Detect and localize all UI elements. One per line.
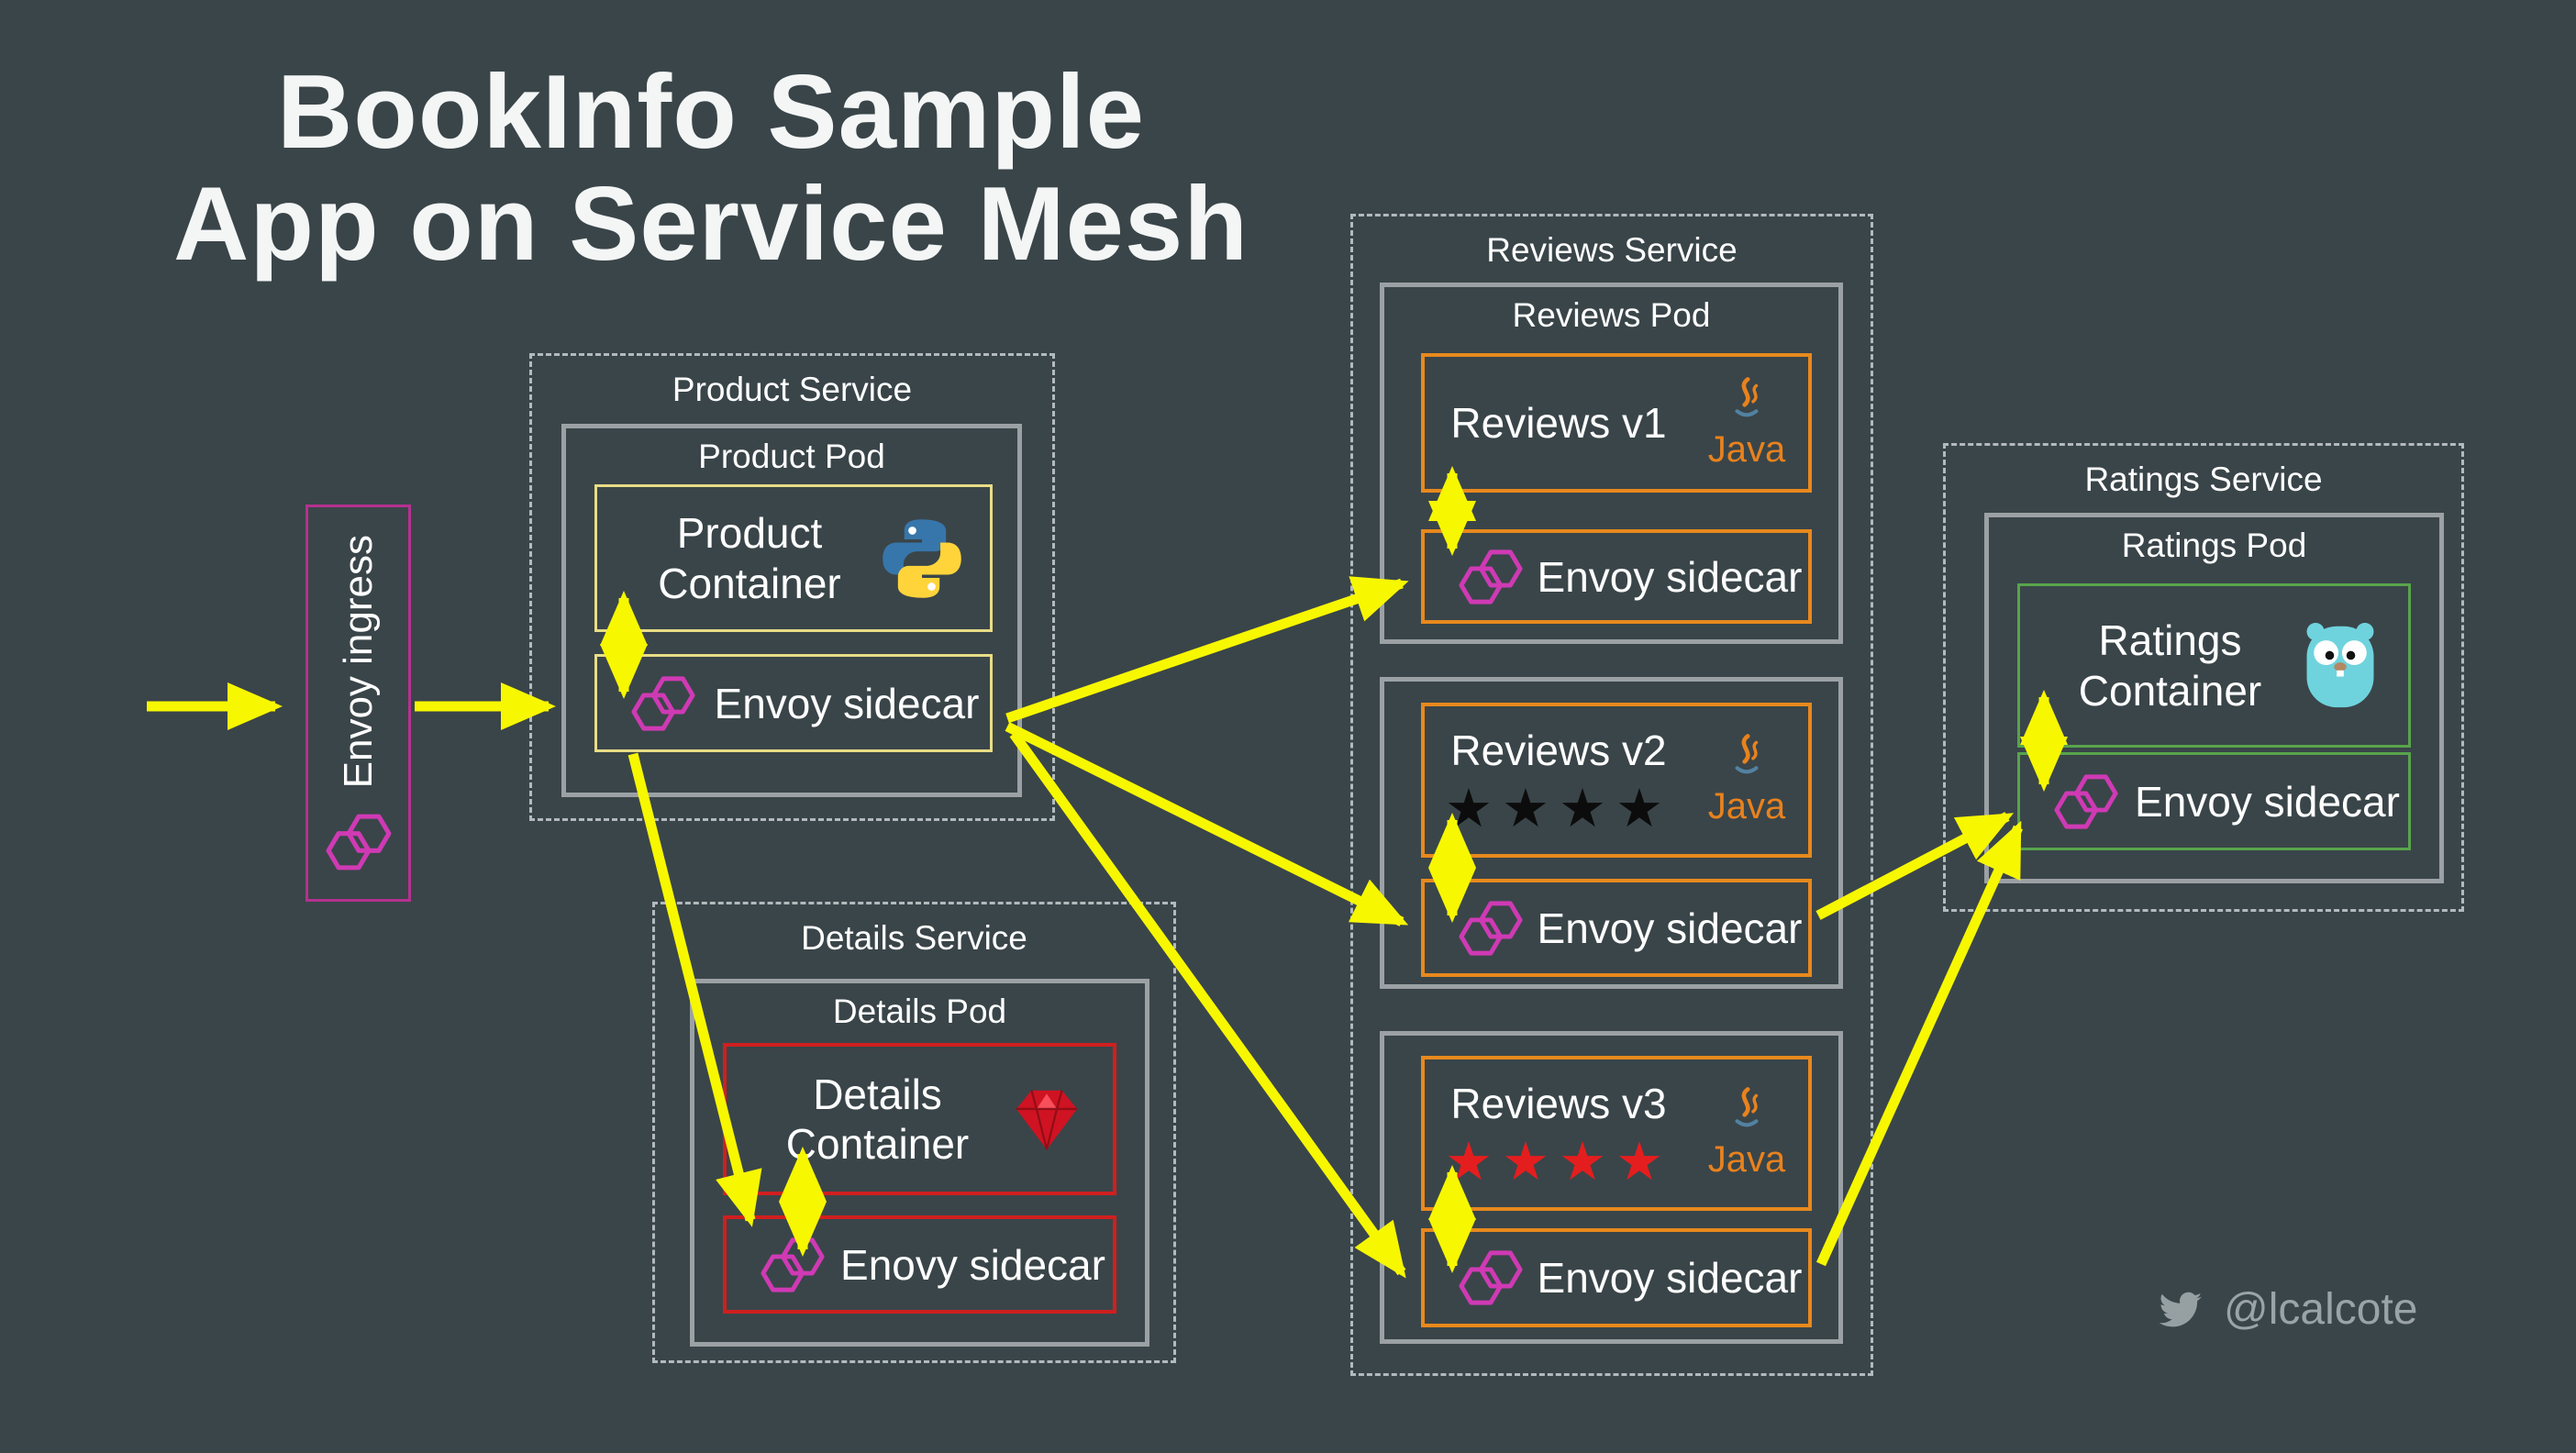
reviews-v2-label: Reviews v2 [1450, 726, 1667, 774]
reviews-v1-label: Reviews v1 [1450, 399, 1667, 447]
java-icon [1718, 1086, 1775, 1139]
rating-stars-red: ★★★★ [1445, 1131, 1672, 1192]
ratings-service-label: Ratings Service [2084, 460, 2323, 498]
envoy-logo-icon [319, 807, 398, 877]
product-service-label: Product Service [672, 371, 913, 408]
ratings-container-label: Ratings Container [2078, 616, 2262, 715]
details-sidecar-label: Enovy sidecar [840, 1240, 1105, 1289]
envoy-ingress-node: Envoy ingress [305, 505, 411, 902]
python-icon [878, 515, 966, 603]
ratings-envoy-sidecar-node: Envoy sidecar [2017, 752, 2411, 850]
reviews-v1-container-node: Reviews v1 Java [1421, 353, 1812, 493]
title-line-1: BookInfo Sample [276, 54, 1146, 171]
details-container-label: Details Container [785, 1070, 970, 1168]
reviews-v2-sidecar-label: Envoy sidecar [1537, 904, 1803, 952]
reviews-service-label: Reviews Service [1486, 231, 1738, 269]
product-envoy-sidecar-node: Envoy sidecar [594, 654, 993, 752]
reviews-v3-container-node: Reviews v3 ★★★★ Java [1421, 1056, 1812, 1211]
ratings-pod: Ratings Pod [1984, 513, 2444, 883]
product-container-label: Product Container [658, 509, 841, 607]
envoy-logo-icon [623, 670, 704, 738]
reviews-pod-v1: Reviews Pod [1380, 283, 1843, 644]
details-envoy-sidecar-node: Enovy sidecar [723, 1215, 1116, 1314]
envoy-logo-icon [752, 1231, 833, 1299]
arrow-product-to-reviews-v2 [1005, 722, 1409, 926]
product-pod-label: Product Pod [698, 438, 885, 475]
rating-stars-black: ★★★★ [1445, 778, 1672, 838]
envoy-logo-icon [1450, 894, 1531, 962]
java-label: Java [1707, 428, 1786, 470]
reviews-v3-envoy-sidecar-node: Envoy sidecar [1421, 1228, 1812, 1327]
arrow-product-to-reviews-v1 [1005, 576, 1409, 724]
twitter-icon [2154, 1287, 2207, 1333]
diagram-title: BookInfo Sample App on Service Mesh [128, 57, 1294, 281]
details-service-label: Details Service [801, 919, 1027, 957]
title-line-2: App on Service Mesh [173, 165, 1249, 283]
twitter-handle: @lcalcote [2224, 1285, 2418, 1334]
reviews-v2-envoy-sidecar-node: Envoy sidecar [1421, 879, 1812, 977]
go-gopher-icon [2296, 617, 2384, 715]
reviews-pod-label: Reviews Pod [1512, 296, 1711, 334]
details-container-node: Details Container [723, 1043, 1116, 1195]
java-label: Java [1707, 1139, 1786, 1180]
reviews-v3-label: Reviews v3 [1450, 1079, 1667, 1127]
java-icon [1718, 376, 1775, 429]
java-icon [1718, 733, 1775, 786]
details-pod-label: Details Pod [832, 993, 1007, 1030]
java-logo: Java [1693, 733, 1801, 827]
product-sidecar-label: Envoy sidecar [714, 679, 980, 727]
envoy-ingress-label: Envoy ingress [335, 535, 381, 789]
twitter-credit: @lcalcote [2154, 1284, 2417, 1335]
reviews-v1-sidecar-label: Envoy sidecar [1537, 552, 1803, 601]
reviews-service-boundary: Reviews Service [1350, 214, 1873, 1376]
java-label: Java [1707, 786, 1786, 826]
java-logo: Java [1693, 1086, 1801, 1181]
java-logo: Java [1693, 376, 1801, 471]
reviews-v2-container-node: Reviews v2 ★★★★ Java [1421, 703, 1812, 858]
ratings-pod-label: Ratings Pod [2121, 527, 2307, 564]
ruby-icon [1005, 1077, 1089, 1161]
envoy-logo-icon [2046, 768, 2126, 836]
reviews-v1-envoy-sidecar-node: Envoy sidecar [1421, 529, 1812, 624]
ratings-container-node: Ratings Container [2017, 583, 2411, 748]
ratings-service-boundary: Ratings Service [1943, 443, 2464, 912]
product-container-node: Product Container [594, 484, 993, 632]
envoy-logo-icon [1450, 1244, 1531, 1312]
envoy-logo-icon [1450, 543, 1531, 611]
reviews-v3-sidecar-label: Envoy sidecar [1537, 1254, 1803, 1302]
ratings-sidecar-label: Envoy sidecar [2135, 777, 2400, 826]
